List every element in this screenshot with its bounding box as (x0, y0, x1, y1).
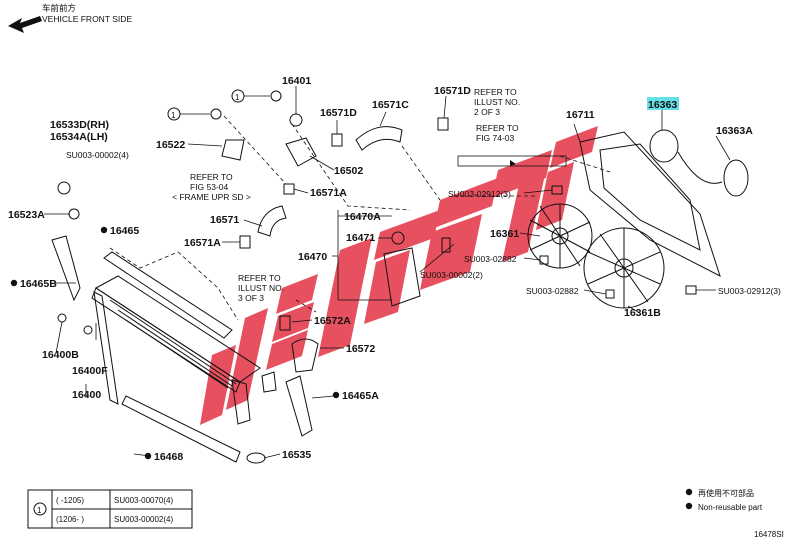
label-16400: 16400 (72, 389, 101, 401)
legend-en: Non-reusable part (698, 503, 763, 512)
label-su-02912-3a: SU003-02912(3) (448, 189, 511, 199)
highlight-16363 (647, 97, 679, 110)
label-16363: 16363 (648, 99, 677, 111)
refer-illust2-l2: ILLUST NO. (474, 97, 520, 107)
legend-dot-jp (685, 488, 693, 496)
refer-illust2-l1: REFER TO (474, 87, 517, 97)
label-16572A: 16572A (314, 315, 351, 327)
refer-fig53-l3: < FRAME UPR SD > (172, 192, 251, 202)
leader-lines (44, 86, 731, 459)
label-16523A: 16523A (8, 209, 45, 221)
label-16571D-b: 16571D (434, 85, 471, 97)
table-row-1-part: SU003-00070(4) (114, 496, 173, 505)
label-16571A-a: 16571A (310, 187, 347, 199)
applicability-table: 1 ( -1205) SU003-00070(4) (1206- ) SU003… (27, 489, 193, 529)
label-16468: 16468 (154, 451, 183, 463)
refer-fig53-l2: FIG 53-04 (190, 182, 229, 192)
label-16401: 16401 (282, 75, 311, 87)
label-16522: 16522 (156, 139, 185, 151)
label-16571A-b: 16571A (184, 237, 221, 249)
label-su-00002-2: SU003-00002(2) (420, 270, 483, 280)
label-16572: 16572 (346, 343, 375, 355)
marker-16465B (10, 279, 18, 287)
figure-id: 16478SI (754, 530, 784, 539)
fig74-arrow-icon (510, 160, 516, 166)
label-16534A: 16534A(LH) (50, 131, 108, 143)
label-16571D-a: 16571D (320, 107, 357, 119)
callouts: 1 1 (167, 89, 270, 121)
table-callout-1 (33, 502, 47, 516)
refer-fig53-l1: REFER TO (190, 172, 233, 182)
refer-fig74-l2: FIG 74-03 (476, 133, 515, 143)
watermark (200, 126, 598, 425)
label-16535: 16535 (282, 449, 311, 461)
marker-16468 (144, 452, 152, 460)
refer-fig74-l1: REFER TO (476, 123, 519, 133)
table-callout-1-text: 1 (37, 506, 42, 515)
reference-lines (109, 115, 611, 321)
part-labels: 16401 16571D 16571C 16571D 16533D(RH) 16… (8, 75, 781, 463)
table-row-1-range: ( -1205) (56, 496, 84, 505)
label-16363A: 16363A (716, 125, 753, 137)
refer-illust3-l1: REFER TO (238, 273, 281, 283)
marker-16465A (332, 391, 340, 399)
label-16711: 16711 (566, 109, 595, 121)
label-16471: 16471 (346, 232, 375, 244)
label-16571: 16571 (210, 214, 239, 226)
fan-shroud-assembly (527, 129, 749, 309)
table-row-2-range: (1206- ) (56, 515, 84, 524)
table-row-2-part: SU003-00002(4) (114, 515, 173, 524)
label-16465B: 16465B (20, 278, 57, 290)
label-16571C: 16571C (372, 99, 409, 111)
label-16470A: 16470A (344, 211, 381, 223)
label-16400F: 16400F (72, 365, 108, 377)
radiator-assembly (51, 90, 451, 464)
non-reusable-markers (10, 226, 340, 460)
front-label-jp: 车前前方 (42, 3, 76, 13)
front-arrow-icon (8, 16, 42, 33)
legend-jp: 再使用不可部品 (698, 488, 754, 498)
refer-illust3-l2: ILLUST NO. (238, 283, 284, 293)
refer-illust2-l3: 2 OF 3 (474, 107, 500, 117)
label-16465A: 16465A (342, 390, 379, 402)
refer-notes: REFER TO FIG 53-04 < FRAME UPR SD > REFE… (172, 87, 567, 303)
label-16361B: 16361B (624, 307, 661, 319)
marker-16465 (100, 226, 108, 234)
label-16502: 16502 (334, 165, 363, 177)
refer-illust3-l3: 3 OF 3 (238, 293, 264, 303)
label-16470: 16470 (298, 251, 327, 263)
label-su-00002-4: SU003-00002(4) (66, 150, 129, 160)
callout-1-a-text: 1 (171, 111, 176, 120)
vehicle-front-indicator: 车前前方 VEHICLE FRONT SIDE (8, 3, 132, 33)
label-16533D: 16533D(RH) (50, 119, 109, 131)
label-16400B: 16400B (42, 349, 79, 361)
label-su-02882-a: SU003-02882 (464, 254, 517, 264)
label-16465: 16465 (110, 225, 139, 237)
label-16361: 16361 (490, 228, 519, 240)
callout-1-b-text: 1 (235, 93, 240, 102)
legend: 再使用不可部品 Non-reusable part (685, 488, 763, 512)
label-su-02882-b: SU003-02882 (526, 286, 579, 296)
legend-dot-en (685, 502, 693, 510)
label-su-02912-3b: SU003-02912(3) (718, 286, 781, 296)
front-label-en: VEHICLE FRONT SIDE (42, 14, 132, 24)
fig74-box (457, 155, 567, 167)
